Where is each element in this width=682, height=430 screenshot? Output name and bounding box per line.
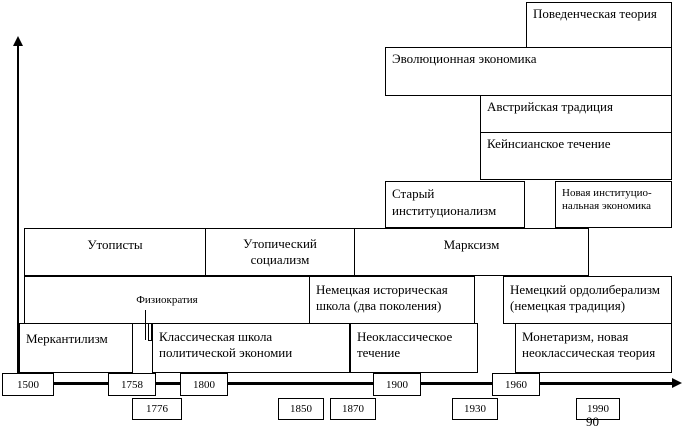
year-1500: 1500	[2, 373, 54, 396]
label-old-institutionalism: Старый институционализм	[392, 186, 497, 218]
box-classical-school: Классическая школа политической экономии	[152, 323, 350, 373]
box-monetarism: Монетаризм, новая неоклассическая теория	[515, 323, 672, 373]
label-new-institutional-economics: Новая институцио-нальная экономика	[562, 187, 652, 212]
label-monetarism: Монетаризм, новая неоклассическая теория	[522, 329, 656, 360]
label-behavioral-theory: Поведенческая теория	[533, 6, 657, 21]
x-axis-line	[17, 382, 673, 385]
label-marxism: Марксизм	[443, 237, 500, 252]
label-evolutionary-economics: Эволюционная экономика	[392, 51, 537, 66]
year-1776: 1776	[132, 398, 182, 420]
box-old-institutionalism: Старый институционализм	[385, 181, 525, 228]
year-1870: 1870	[330, 398, 376, 420]
y-axis-line	[17, 44, 19, 384]
label-austrian-tradition: Австрийская традиция	[487, 99, 613, 114]
year-1930: 1930	[452, 398, 498, 420]
box-mercantilism: Меркантилизм	[19, 323, 133, 373]
label-physiocracy: Физиократия	[136, 293, 198, 306]
year-1930-label: 1930	[464, 403, 486, 415]
label-german-ordoliberalism: Немецкий ордолиберализм (немецкая традиц…	[510, 282, 661, 313]
label-mercantilism: Меркантилизм	[26, 331, 108, 346]
box-neoclassical: Неоклассическое течение	[350, 323, 478, 373]
year-1990-label: 1990	[587, 403, 609, 415]
box-marxism: Марксизм	[354, 228, 589, 276]
year-1960-label: 1960	[505, 378, 527, 391]
label-classical-school: Классическая школа политической экономии	[159, 329, 293, 360]
box-utopian-socialism: Утопический социализм	[205, 228, 355, 276]
box-keynesian: Кейнсианское течение	[480, 132, 672, 180]
page-number: 90	[586, 414, 599, 429]
year-1758: 1758	[108, 373, 156, 396]
year-1990: 1990	[576, 398, 620, 420]
year-1900: 1900	[373, 373, 421, 396]
box-physiocracy-small	[148, 323, 152, 341]
box-utopists: Утописты	[24, 228, 206, 276]
year-1960: 1960	[492, 373, 540, 396]
box-austrian-tradition: Австрийская традиция	[480, 95, 672, 133]
box-new-institutional-economics: Новая институцио-нальная экономика	[555, 181, 672, 228]
year-1850-label: 1850	[290, 403, 312, 415]
year-1850: 1850	[278, 398, 324, 420]
y-axis-arrow	[13, 36, 23, 46]
year-1500-label: 1500	[17, 378, 39, 391]
year-1800-label: 1800	[193, 378, 215, 391]
label-utopian-socialism: Утопический социализм	[243, 236, 317, 267]
year-1758-label: 1758	[121, 378, 143, 391]
box-behavioral-theory: Поведенческая теория	[526, 2, 672, 48]
year-1870-label: 1870	[342, 403, 364, 415]
box-evolutionary-economics: Эволюционная экономика	[385, 47, 672, 96]
year-1800: 1800	[180, 373, 228, 396]
physiocracy-connector	[145, 310, 146, 340]
label-keynesian: Кейнсианское течение	[487, 136, 611, 151]
label-neoclassical: Неоклассическое течение	[357, 329, 453, 360]
label-utopists: Утописты	[87, 237, 143, 252]
x-axis-arrow	[672, 378, 682, 388]
label-german-historical-school: Немецкая историческая школа (два поколен…	[316, 282, 448, 313]
box-german-ordoliberalism: Немецкий ордолиберализм (немецкая традиц…	[503, 276, 672, 324]
box-german-historical-school: Немецкая историческая школа (два поколен…	[309, 276, 475, 324]
year-1776-label: 1776	[146, 403, 168, 415]
box-physiocracy: Физиократия	[24, 276, 310, 324]
year-1900-label: 1900	[386, 378, 408, 391]
